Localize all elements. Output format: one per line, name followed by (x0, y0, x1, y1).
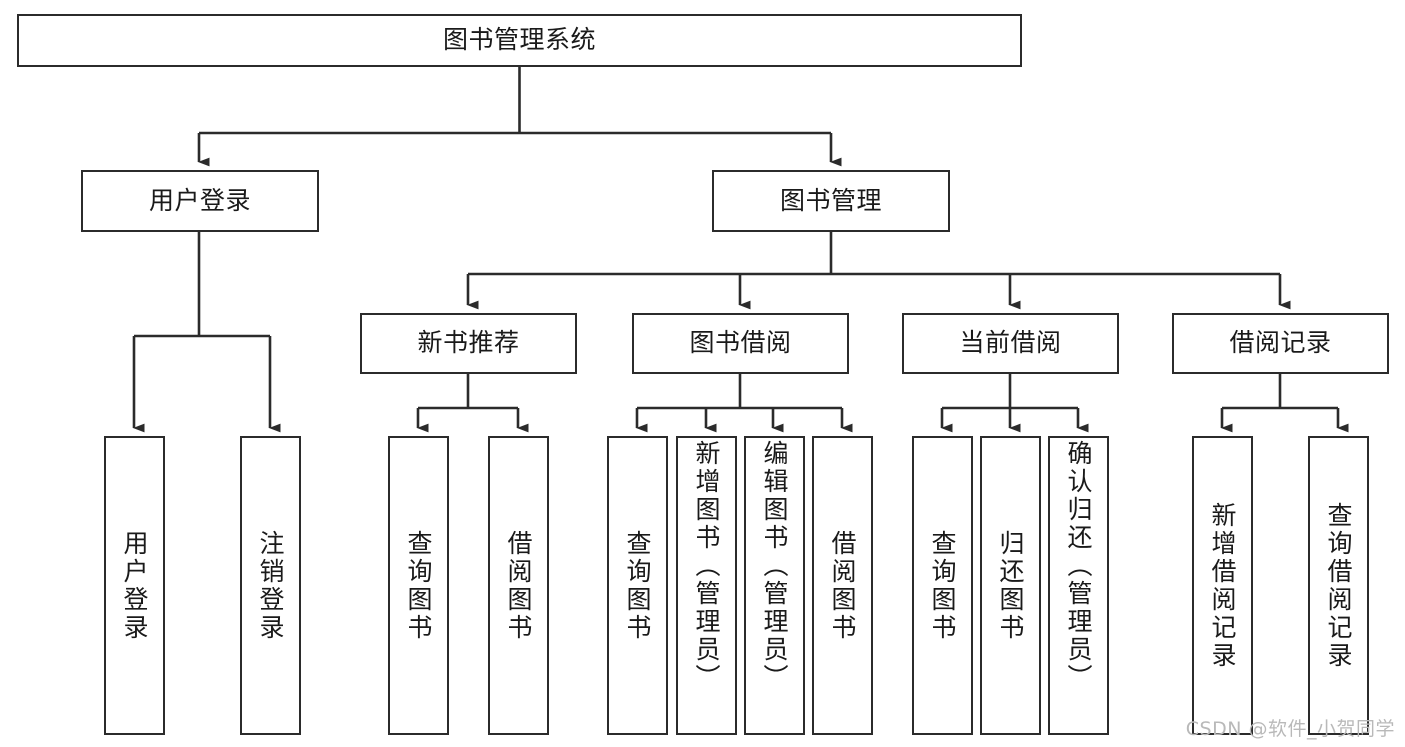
leaf-borrowrecord-add-record[interactable]: 新增借阅记录 (1192, 436, 1253, 735)
leaf-bookborrow-borrow-book[interactable]: 借阅图书 (812, 436, 873, 735)
node-label: 归还图书 (996, 529, 1025, 642)
node-label: 查询图书 (623, 529, 652, 642)
node-current-borrow[interactable]: 当前借阅 (902, 313, 1119, 374)
node-label: 借阅记录 (1229, 328, 1332, 358)
node-label: 借阅图书 (828, 529, 857, 642)
node-label: 图书借阅 (689, 328, 792, 358)
leaf-logout[interactable]: 注销登录 (240, 436, 301, 735)
node-user-login[interactable]: 用户登录 (81, 170, 319, 232)
node-new-book-recommend[interactable]: 新书推荐 (360, 313, 577, 374)
node-label: 当前借阅 (959, 328, 1062, 358)
leaf-currentborrow-confirm-return-admin[interactable]: 确认归还（管理员） (1048, 436, 1109, 735)
node-label: 用户登录 (148, 185, 251, 215)
node-label: 新增借阅记录 (1208, 501, 1237, 670)
node-label: 查询图书 (404, 529, 433, 642)
node-root-system[interactable]: 图书管理系统 (17, 14, 1022, 67)
leaf-bookborrow-add-book-admin[interactable]: 新增图书（管理员） (676, 436, 737, 735)
node-label: 编辑图书（管理员） (760, 440, 789, 692)
leaf-borrowrecord-query-record[interactable]: 查询借阅记录 (1308, 436, 1369, 735)
leaf-newbook-query-book[interactable]: 查询图书 (388, 436, 449, 735)
leaf-currentborrow-query-book[interactable]: 查询图书 (912, 436, 973, 735)
node-book-borrow[interactable]: 图书借阅 (632, 313, 849, 374)
node-label: 用户登录 (120, 529, 149, 642)
leaf-newbook-borrow-book[interactable]: 借阅图书 (488, 436, 549, 735)
node-label: 注销登录 (256, 529, 285, 642)
node-label: 查询图书 (928, 529, 957, 642)
node-borrow-record[interactable]: 借阅记录 (1172, 313, 1389, 374)
node-label: 借阅图书 (504, 529, 533, 642)
node-label: 图书管理系统 (442, 25, 596, 55)
leaf-bookborrow-edit-book-admin[interactable]: 编辑图书（管理员） (744, 436, 805, 735)
node-label: 查询借阅记录 (1324, 501, 1353, 670)
leaf-bookborrow-query-book[interactable]: 查询图书 (607, 436, 668, 735)
node-label: 新增图书（管理员） (692, 440, 721, 692)
node-label: 新书推荐 (417, 328, 520, 358)
leaf-user-login[interactable]: 用户登录 (104, 436, 165, 735)
node-label: 确认归还（管理员） (1064, 440, 1093, 692)
leaf-currentborrow-return-book[interactable]: 归还图书 (980, 436, 1041, 735)
node-book-management[interactable]: 图书管理 (712, 170, 950, 232)
node-label: 图书管理 (779, 185, 882, 215)
